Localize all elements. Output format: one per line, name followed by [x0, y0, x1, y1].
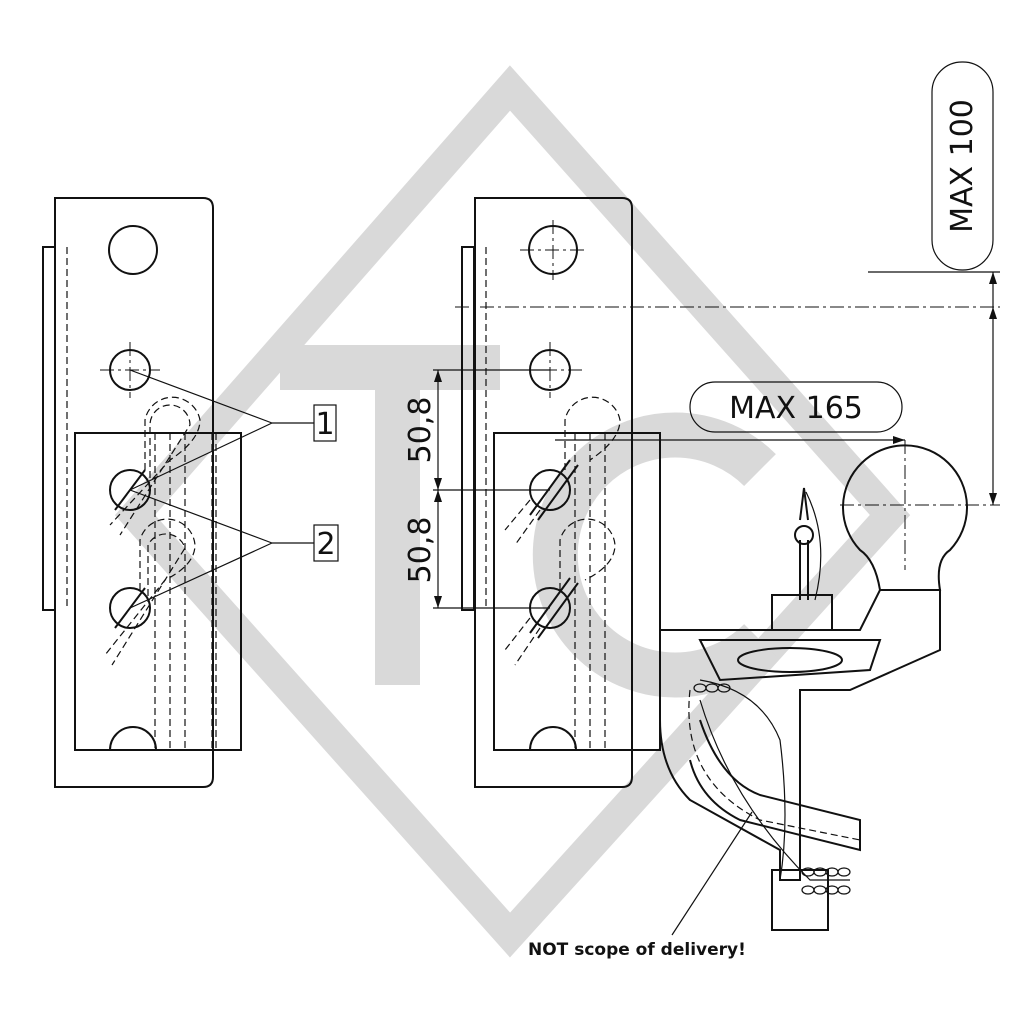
- dim-spacing-top: 50,8: [403, 397, 438, 464]
- tow-ball: [842, 444, 968, 591]
- item-1-label: 1: [315, 407, 334, 442]
- item-2-label: 2: [316, 527, 335, 562]
- dim-spacing-bottom: 50,8: [403, 517, 438, 584]
- watermark-letter-t-stem: [375, 345, 420, 685]
- max-height-pill: [931, 61, 994, 271]
- max-reach-pill: [689, 381, 903, 433]
- dim-max-height: MAX 100: [945, 99, 980, 233]
- left-view: 1 2: [42, 197, 339, 788]
- watermark-letter-c: [532, 412, 776, 698]
- item-2-box: [313, 524, 339, 562]
- dimensions: 50,8 50,8 MAX 100 MAX 165: [403, 61, 1000, 936]
- watermark-diamond: [114, 65, 911, 958]
- scope-note: NOT scope of delivery!: [528, 940, 746, 960]
- watermark: [114, 65, 911, 958]
- item-1-box: [313, 404, 337, 442]
- assembled-view: [461, 197, 1000, 931]
- dim-max-reach: MAX 165: [729, 391, 863, 426]
